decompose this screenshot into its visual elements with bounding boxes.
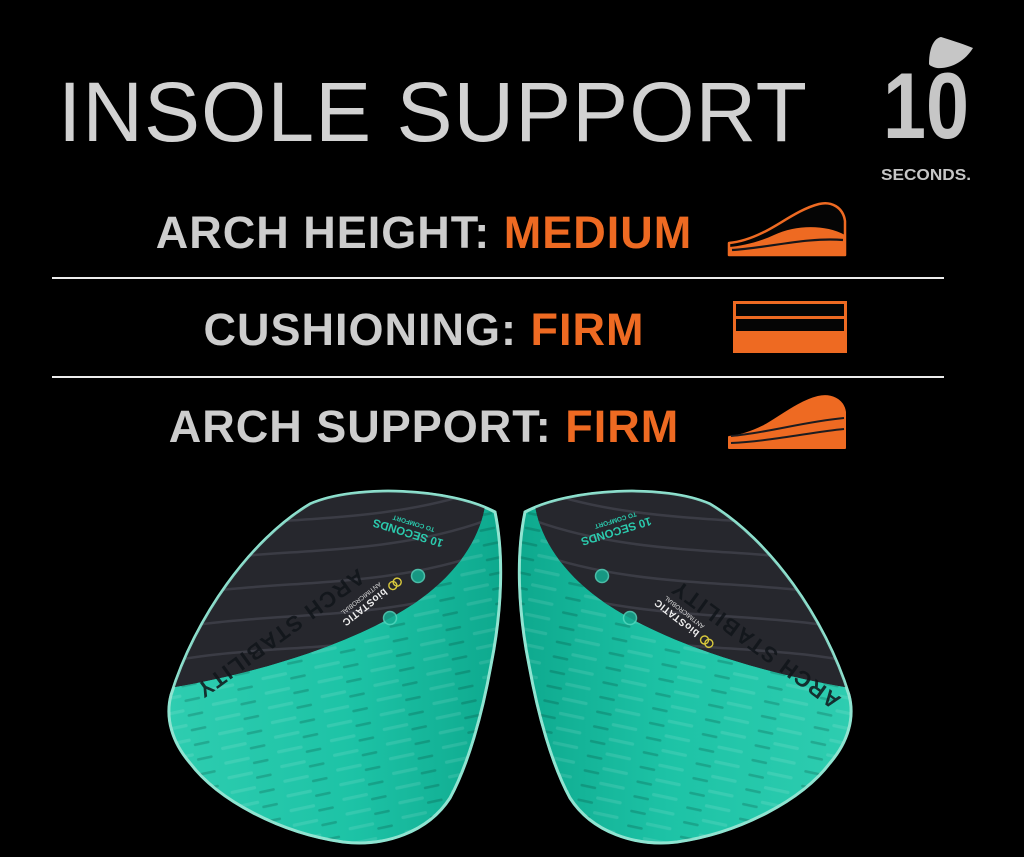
arch-support-firm-icon bbox=[728, 395, 846, 449]
spec-label: ARCH SUPPORT: bbox=[168, 401, 552, 452]
spec-label: CUSHIONING: bbox=[203, 304, 517, 355]
ten-seconds-logo: 10 SECONDS. bbox=[881, 37, 973, 184]
spec-row-cushioning: CUSHIONING: FIRM bbox=[0, 304, 848, 356]
vent-hole bbox=[622, 610, 638, 626]
brand-number: 10 bbox=[883, 53, 969, 158]
cushioning-firm-icon bbox=[733, 301, 847, 353]
insole-left: ARCH STABILITY bioSTATIC ANTIMICROBIAL 1… bbox=[167, 489, 503, 845]
insole-right: ARCH STABILITY bioSTATIC ANTIMICROBIAL 1… bbox=[517, 489, 853, 845]
spec-value: MEDIUM bbox=[503, 207, 693, 258]
spec-row-arch-support: ARCH SUPPORT: FIRM bbox=[0, 401, 848, 453]
spec-row-arch-height: ARCH HEIGHT: MEDIUM bbox=[0, 207, 848, 259]
page-title: INSOLE SUPPORT bbox=[58, 65, 808, 159]
divider bbox=[52, 376, 944, 378]
divider bbox=[52, 277, 944, 279]
vent-hole bbox=[382, 610, 398, 626]
insoles-photo: ARCH STABILITY bioSTATIC ANTIMICROBIAL 1… bbox=[167, 489, 853, 845]
spec-value: FIRM bbox=[565, 401, 680, 452]
spec-value: FIRM bbox=[530, 304, 645, 355]
vent-hole bbox=[410, 568, 426, 584]
arch-height-medium-icon bbox=[727, 202, 847, 257]
brand-name: SECONDS. bbox=[881, 167, 971, 184]
vent-hole bbox=[594, 568, 610, 584]
spec-label: ARCH HEIGHT: bbox=[155, 207, 491, 258]
stopwatch-flag-icon bbox=[929, 37, 973, 69]
